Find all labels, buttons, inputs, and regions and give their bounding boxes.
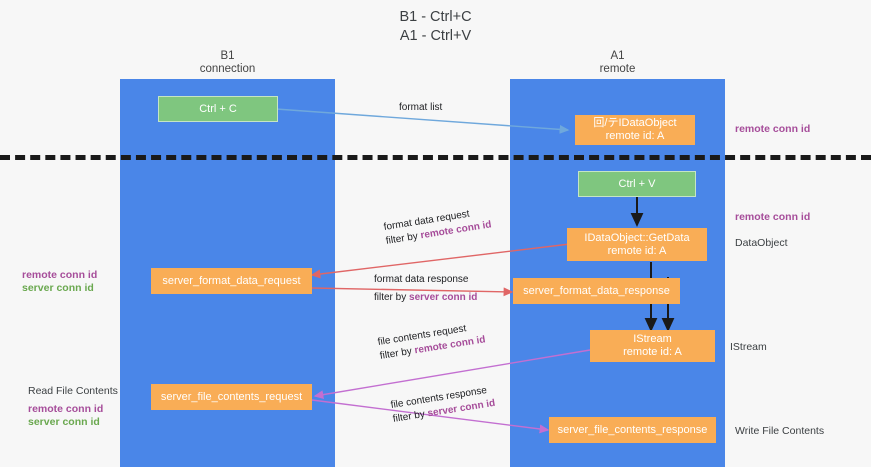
node-getdata-line1: IDataObject::GetData bbox=[584, 231, 690, 244]
annotation-left-read-file-contents: Read File Contents bbox=[28, 385, 118, 397]
title-line-2: A1 - Ctrl+V bbox=[399, 28, 472, 44]
annotation-left-server-conn-2: server conn id bbox=[28, 416, 100, 428]
edge-format-response-highlight: server conn id bbox=[409, 292, 478, 303]
node-ctrl-c[interactable]: Ctrl + C bbox=[158, 96, 278, 122]
annotation-left-server-conn: server conn id bbox=[22, 282, 94, 294]
node-ctrl-v-label: Ctrl + V bbox=[618, 177, 656, 190]
lane-a1-name: A1 bbox=[610, 50, 625, 62]
edge-format-response-prefix: filter by bbox=[374, 292, 410, 303]
edge-format-response-line1: format data response bbox=[374, 274, 469, 285]
lane-b1-role: connection bbox=[199, 63, 256, 75]
node-ctrl-c-label: Ctrl + C bbox=[199, 102, 237, 115]
edge-label-file-contents-response: file contents response filter by server … bbox=[390, 383, 496, 427]
annotation-right-istream: IStream bbox=[730, 341, 767, 353]
node-format-request-label: server_format_data_request bbox=[162, 274, 301, 287]
edge-label-file-contents-request: file contents request filter by remote c… bbox=[377, 319, 487, 363]
annotation-left-remote-conn: remote conn id bbox=[22, 269, 98, 281]
node-server-file-contents-response[interactable]: server_file_contents_response bbox=[549, 417, 716, 443]
annotation-right-dataobject: DataObject bbox=[735, 237, 788, 249]
annotation-right-write-file-contents: Write File Contents bbox=[735, 425, 825, 437]
lane-b1-name: B1 bbox=[220, 50, 235, 62]
node-idataobject-line2: remote id: A bbox=[605, 130, 665, 142]
annotation-left-remote-conn-2: remote conn id bbox=[28, 403, 104, 415]
lane-header-b1: B1 connection bbox=[120, 50, 335, 76]
edge-format-response-line2: filter by server conn id bbox=[374, 291, 477, 305]
node-ctrl-v[interactable]: Ctrl + V bbox=[578, 171, 696, 197]
edge-label-format-data-request: format data request filter by remote con… bbox=[383, 204, 493, 248]
annotation-right-remote-conn-top: remote conn id bbox=[735, 123, 811, 135]
node-getdata-line2: remote id: A bbox=[607, 244, 667, 257]
node-idataobject-getdata[interactable]: IDataObject::GetData remote id: A bbox=[567, 228, 707, 261]
annotation-right-remote-conn-mid: remote conn id bbox=[735, 211, 811, 223]
node-server-format-data-request[interactable]: server_format_data_request bbox=[151, 268, 312, 294]
node-istream[interactable]: IStream remote id: A bbox=[590, 330, 715, 362]
node-idataobject[interactable]: 回/テIDataObject remote id: A bbox=[575, 115, 695, 145]
title-line-1: B1 - Ctrl+C bbox=[399, 9, 472, 25]
node-idataobject-line1: 回/テIDataObject bbox=[593, 117, 677, 129]
node-file-request-label: server_file_contents_request bbox=[160, 390, 303, 403]
node-format-response-label: server_format_data_response bbox=[523, 284, 670, 297]
node-file-response-label: server_file_contents_response bbox=[557, 423, 708, 436]
edge-format-list-line1: format list bbox=[399, 102, 443, 113]
phase-divider bbox=[0, 155, 871, 160]
lane-a1-role: remote bbox=[599, 63, 636, 75]
node-server-format-data-response[interactable]: server_format_data_response bbox=[513, 278, 680, 304]
edge-label-format-data-response: format data response filter by server co… bbox=[374, 273, 477, 305]
diagram-title: B1 - Ctrl+C A1 - Ctrl+V bbox=[0, 8, 871, 46]
edge-label-format-list: format list bbox=[399, 101, 442, 115]
node-server-file-contents-request[interactable]: server_file_contents_request bbox=[151, 384, 312, 410]
lane-header-a1: A1 remote bbox=[510, 50, 725, 76]
node-istream-line2: remote id: A bbox=[623, 346, 682, 358]
node-istream-line1: IStream bbox=[633, 333, 672, 345]
